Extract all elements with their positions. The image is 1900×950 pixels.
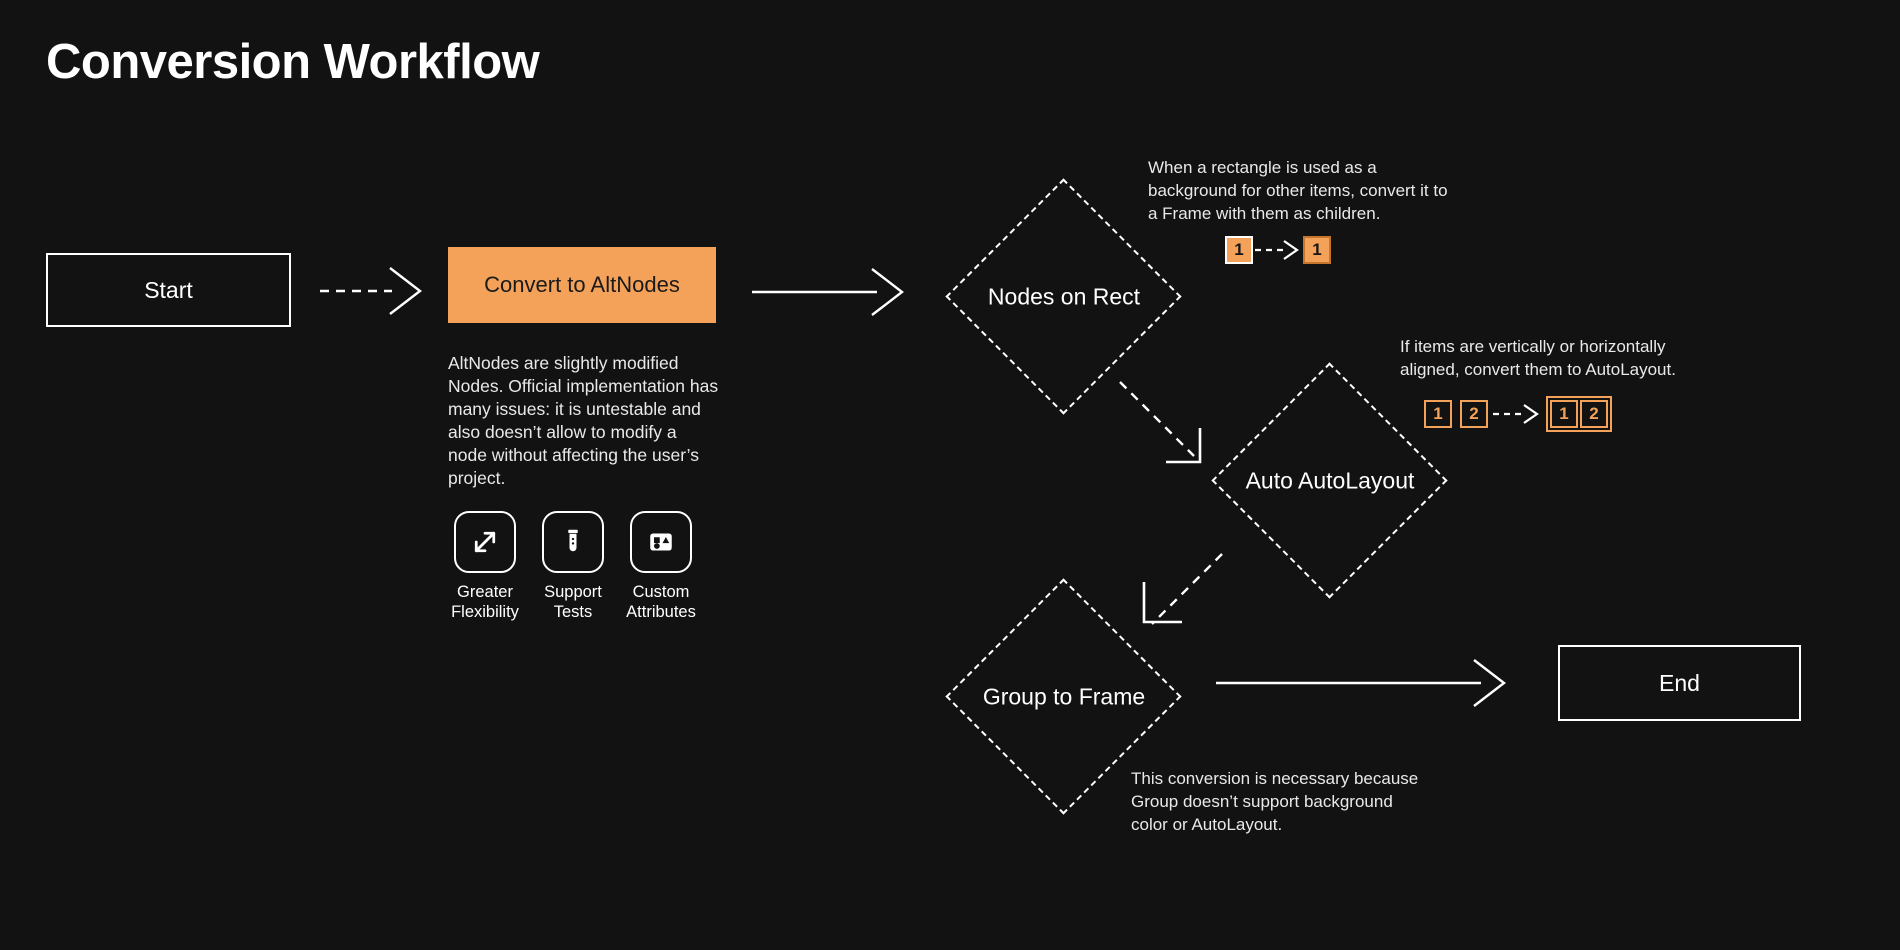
node-end-label: End <box>1659 669 1700 696</box>
feature-greater-flexibility[interactable]: Greater Flexibility <box>451 511 519 622</box>
badge-after-1: 1 <box>1550 400 1578 428</box>
connector-start-to-convert <box>320 265 430 317</box>
annotation-nodes-on-rect-badges: 1 1 <box>1225 236 1331 264</box>
node-nodes-on-rect-label: Nodes on Rect <box>987 283 1141 310</box>
node-end[interactable]: End <box>1558 645 1801 721</box>
test-tube-icon <box>542 511 604 573</box>
connector-group-to-frame-to-end <box>1216 657 1516 709</box>
badge-after: 1 <box>1303 236 1331 264</box>
feature-label: Greater Flexibility <box>451 583 519 622</box>
annotation-auto-autolayout-text: If items are vertically or horizontally … <box>1400 337 1676 379</box>
badge-after-2: 2 <box>1580 400 1608 428</box>
annotation-group-to-frame-text: This conversion is necessary because Gro… <box>1131 769 1419 834</box>
node-start-label: Start <box>144 276 193 303</box>
feature-label: Custom Attributes <box>626 583 696 622</box>
node-convert-to-altnodes[interactable]: Convert to AltNodes <box>448 247 716 323</box>
custom-attributes-icon <box>630 511 692 573</box>
node-auto-autolayout-label: Auto AutoLayout <box>1245 467 1415 494</box>
feature-list: Greater Flexibility Support Tests <box>451 511 696 622</box>
page-title: Conversion Workflow <box>46 35 540 89</box>
node-nodes-on-rect[interactable]: Nodes on Rect <box>945 178 1182 415</box>
node-group-to-frame[interactable]: Group to Frame <box>945 578 1182 815</box>
badge-before-1: 1 <box>1424 400 1452 428</box>
node-auto-autolayout[interactable]: Auto AutoLayout <box>1211 362 1448 599</box>
connector-auto-autolayout-to-group-to-frame <box>1130 552 1240 657</box>
feature-support-tests[interactable]: Support Tests <box>540 511 606 622</box>
dashed-arrow-icon <box>1253 239 1303 261</box>
connector-nodes-on-rect-to-auto-autolayout <box>1118 380 1228 485</box>
badge-group-after: 1 2 <box>1546 396 1612 432</box>
expand-arrows-icon <box>454 511 516 573</box>
feature-label: Support Tests <box>544 583 602 622</box>
annotation-auto-autolayout-badges: 1 2 1 2 <box>1424 396 1612 432</box>
badge-before: 1 <box>1225 236 1253 264</box>
feature-custom-attributes[interactable]: Custom Attributes <box>626 511 696 622</box>
convert-description: AltNodes are slightly modified Nodes. Of… <box>448 353 719 489</box>
node-convert-label: Convert to AltNodes <box>484 272 680 297</box>
badge-before-2: 2 <box>1460 400 1488 428</box>
dashed-arrow-icon <box>1488 403 1546 425</box>
node-start[interactable]: Start <box>46 253 291 327</box>
connector-convert-to-nodes-on-rect <box>752 266 912 318</box>
node-group-to-frame-label: Group to Frame <box>982 683 1146 710</box>
annotation-nodes-on-rect-text: When a rectangle is used as a background… <box>1148 158 1448 223</box>
